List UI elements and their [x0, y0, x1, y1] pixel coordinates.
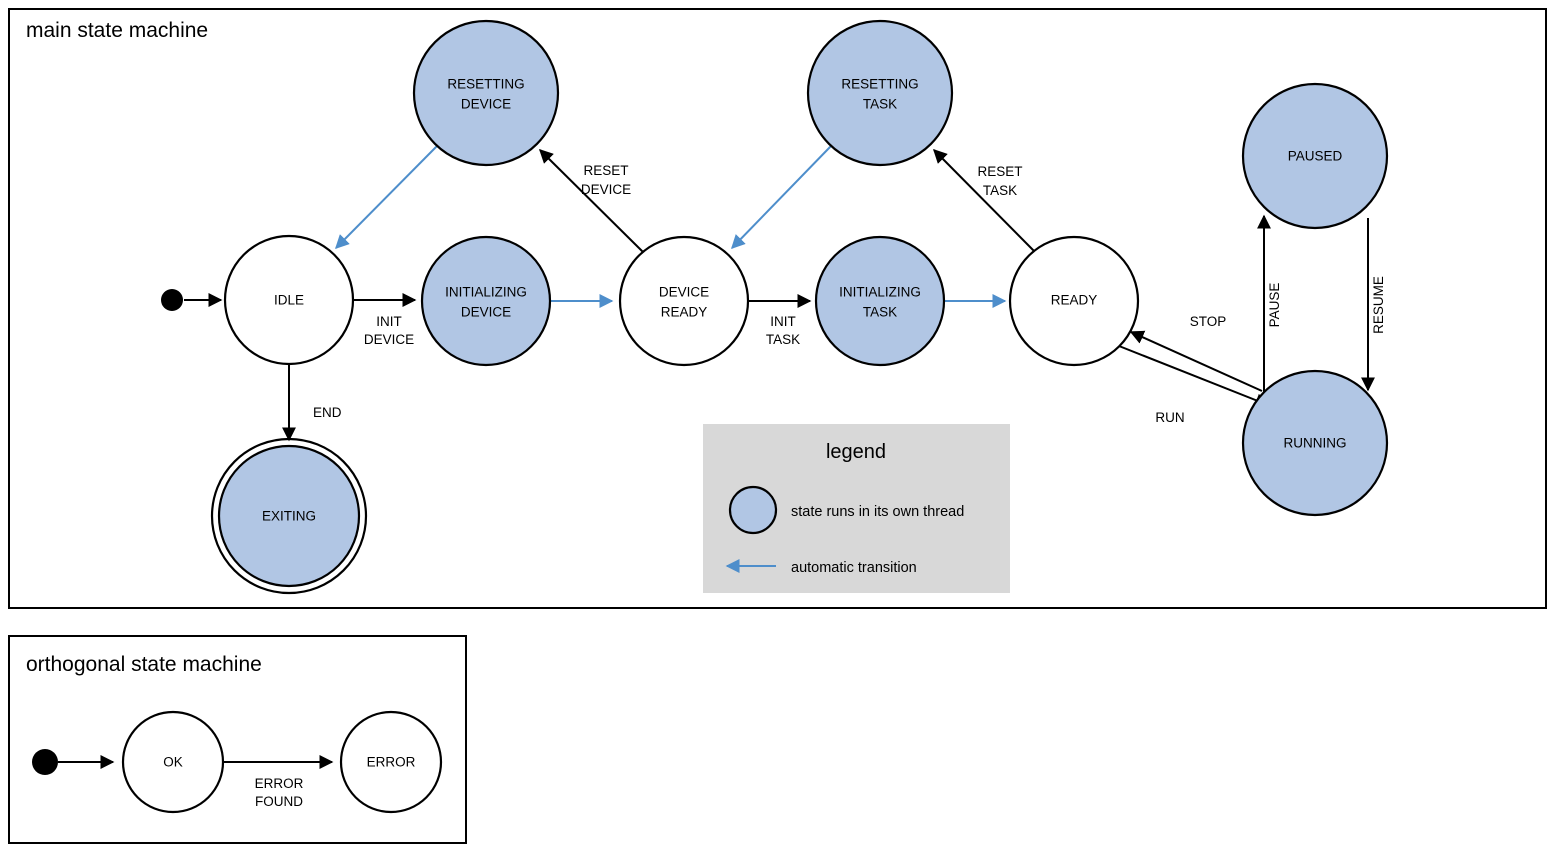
state-node-device-ready[interactable]: DEVICE READY	[618, 235, 750, 367]
edge-label-pause: PAUSE	[1267, 283, 1282, 328]
legend-panel: legend state runs in its own thread auto…	[703, 424, 1010, 593]
state-label-idle: IDLE	[274, 293, 304, 308]
state-label-paused: PAUSED	[1288, 149, 1343, 164]
state-node-ok[interactable]: OK	[121, 710, 225, 814]
legend-auto-transition-label: automatic transition	[791, 560, 917, 576]
state-label-running: RUNNING	[1284, 436, 1347, 451]
legend-item-threaded-state: state runs in its own thread	[728, 485, 964, 535]
state-label-initializing-device-line2: DEVICE	[461, 305, 511, 320]
state-node-paused[interactable]: PAUSED	[1241, 82, 1389, 230]
edge-label-error-found-line2: FOUND	[255, 794, 303, 809]
edge-label-stop: STOP	[1190, 314, 1227, 329]
edge-label-init-device-line1: INIT	[376, 314, 402, 329]
edge-resetting-task-to-device-ready	[731, 145, 832, 250]
edge-label-init-task-line2: TASK	[766, 332, 800, 347]
edge-running-to-ready	[1129, 330, 1263, 392]
main-frame-border	[8, 8, 1547, 609]
state-label-initializing-task-line2: TASK	[863, 305, 897, 320]
state-label-resetting-device-line1: RESETTING	[447, 77, 524, 92]
orthogonal-frame-border	[8, 635, 467, 844]
state-node-resetting-task[interactable]: RESETTING TASK	[806, 19, 954, 167]
ortho-initial-state-marker	[32, 749, 58, 775]
edge-ready-to-running	[1118, 345, 1270, 407]
state-node-running[interactable]: RUNNING	[1241, 369, 1389, 517]
edge-label-resume: RESUME	[1371, 276, 1386, 334]
state-node-exiting[interactable]: EXITING	[210, 437, 368, 595]
state-label-resetting-task-line1: RESETTING	[841, 77, 918, 92]
state-label-device-ready-line1: DEVICE	[659, 285, 709, 300]
state-label-initializing-task-line1: INITIALIZING	[839, 285, 921, 300]
edge-label-reset-device-line2: DEVICE	[581, 182, 631, 197]
edge-label-reset-task-line2: TASK	[983, 183, 1017, 198]
edge-ready-to-resetting-task	[933, 149, 1036, 253]
state-node-initializing-task[interactable]: INITIALIZING TASK	[814, 235, 946, 367]
state-node-initializing-device[interactable]: INITIALIZING DEVICE	[420, 235, 552, 367]
edge-resetting-device-to-idle	[335, 145, 438, 249]
state-label-device-ready-line2: READY	[661, 305, 708, 320]
final-state-outer-ring	[210, 437, 368, 595]
edge-label-error-found-line1: ERROR	[255, 776, 304, 791]
state-node-resetting-device[interactable]: RESETTING DEVICE	[412, 19, 560, 167]
state-label-initializing-device-line1: INITIALIZING	[445, 285, 527, 300]
edge-label-reset-task-line1: RESET	[977, 164, 1022, 179]
legend-threaded-state-label: state runs in its own thread	[791, 504, 964, 520]
state-node-idle[interactable]: IDLE	[223, 234, 355, 366]
state-label-resetting-task-line2: TASK	[863, 97, 897, 112]
edge-label-end: END	[313, 405, 342, 420]
legend-threaded-state-swatch	[728, 485, 778, 535]
edge-label-init-device-line2: DEVICE	[364, 332, 414, 347]
initial-state-marker	[161, 289, 183, 311]
state-label-exiting: EXITING	[262, 509, 316, 524]
edge-label-reset-device-line1: RESET	[583, 163, 628, 178]
state-node-error[interactable]: ERROR	[339, 710, 443, 814]
orthogonal-frame-title: orthogonal state machine	[26, 653, 262, 676]
legend-item-auto-transition: automatic transition	[725, 559, 917, 576]
edge-label-init-task-line1: INIT	[770, 314, 796, 329]
state-label-ready: READY	[1051, 293, 1098, 308]
state-label-ok: OK	[163, 755, 183, 770]
main-frame-title: main state machine	[26, 19, 208, 42]
edge-label-run: RUN	[1155, 410, 1184, 425]
legend-title: legend	[826, 441, 886, 463]
edge-device-ready-to-resetting-device	[539, 149, 644, 253]
state-label-resetting-device-line2: DEVICE	[461, 97, 511, 112]
state-label-error: ERROR	[367, 755, 416, 770]
state-node-ready[interactable]: READY	[1008, 235, 1140, 367]
